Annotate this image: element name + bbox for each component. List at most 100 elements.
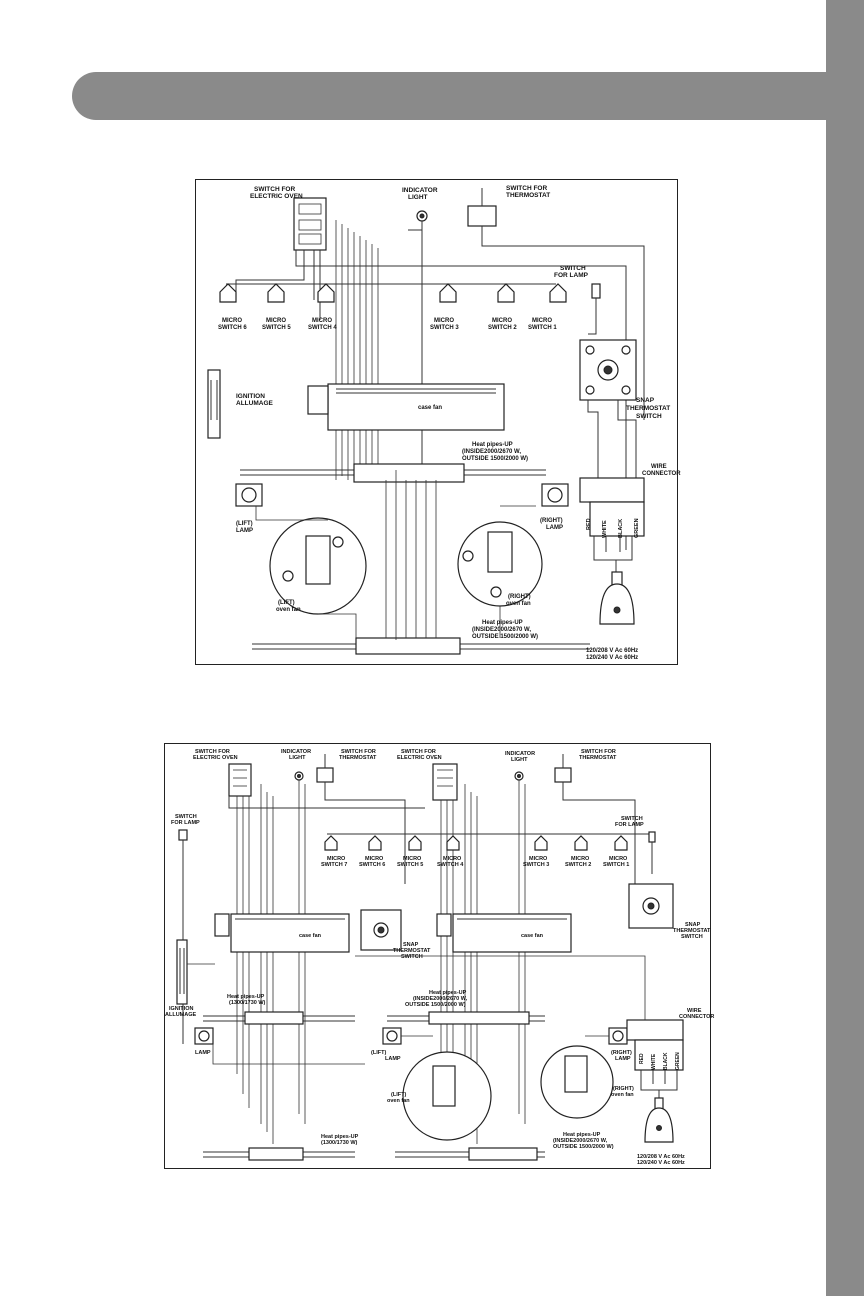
label: 120/240 V Ac 60Hz <box>586 655 638 661</box>
label: LIGHT <box>408 194 428 201</box>
label: SWITCH <box>401 954 423 960</box>
label: IGNITION <box>169 1006 193 1012</box>
label: SWITCH 1 <box>603 862 629 868</box>
ignition-module <box>207 369 221 439</box>
label: (LIFT) <box>391 1092 406 1098</box>
wiring-diagram-double-oven: SWITCH FOR ELECTRIC OVEN INDICATOR LIGHT… <box>164 743 714 1169</box>
label: oven fan <box>506 601 531 607</box>
label: SWITCH 7 <box>321 862 347 868</box>
indicator-light-right <box>514 771 524 781</box>
label: SNAP <box>403 942 419 948</box>
micro-switch-6 <box>219 283 237 303</box>
label: SWITCH <box>681 934 703 940</box>
thermostat-switch-left <box>316 754 334 783</box>
label: WIRE <box>651 464 667 470</box>
micro-switch-1 <box>549 283 567 303</box>
snap-thermostat-right <box>628 883 674 929</box>
left-lamp <box>235 483 263 507</box>
lamp-left <box>194 1027 214 1045</box>
label: SWITCH FOR <box>581 749 616 755</box>
label: SWITCH 2 <box>488 325 517 331</box>
label: MICRO <box>327 856 346 862</box>
label: MICRO <box>443 856 462 862</box>
label: THERMOSTAT <box>506 192 550 199</box>
lamp-switch-right <box>648 831 656 843</box>
label: MICRO <box>266 318 286 324</box>
heat-pipe-lower-left <box>203 1147 355 1161</box>
label: (RIGHT) <box>508 594 531 600</box>
label: MICRO <box>492 318 512 324</box>
label: IGNITION <box>236 393 265 400</box>
lamp-switch <box>591 283 601 299</box>
case-fan <box>307 383 505 431</box>
label: MICRO <box>365 856 384 862</box>
label: WHITE <box>651 1053 657 1070</box>
label: LAMP <box>195 1050 211 1056</box>
label: MICRO <box>532 318 552 324</box>
label: ALLUMAGE <box>236 400 273 407</box>
label: (1300/1730 W) <box>321 1140 358 1146</box>
heat-pipe-upper-center <box>387 1011 545 1025</box>
label: CONNECTOR <box>679 1014 714 1020</box>
label: 120/208 V Ac 60Hz <box>637 1154 685 1160</box>
heat-pipe-lower-right <box>395 1147 545 1161</box>
label: Heat pipes-UP <box>321 1134 359 1140</box>
label: LIGHT <box>511 757 528 763</box>
power-plug <box>599 571 635 625</box>
label: SWITCH FOR <box>506 185 547 192</box>
label: ELECTRIC OVEN <box>193 755 238 761</box>
label: SWITCH 3 <box>523 862 549 868</box>
label: LAMP <box>385 1056 401 1062</box>
label: FOR LAMP <box>171 820 200 826</box>
label: BLACK <box>618 519 624 538</box>
micro-switch-4 <box>446 835 460 851</box>
label: WIRE <box>687 1008 702 1014</box>
heat-pipe-upper-left <box>203 1011 355 1025</box>
label: CONNECTOR <box>642 471 681 477</box>
label: ELECTRIC OVEN <box>397 755 442 761</box>
label: MICRO <box>529 856 548 862</box>
label: SWITCH FOR <box>195 749 230 755</box>
label: OUTSIDE 1500/2000 W) <box>405 1002 466 1008</box>
label: SWITCH 1 <box>528 325 557 331</box>
label: SWITCH 5 <box>262 325 291 331</box>
right-lamp <box>541 483 569 507</box>
label: SWITCH FOR <box>401 749 436 755</box>
label: FOR LAMP <box>554 272 589 279</box>
label: (LIFT) <box>278 600 295 606</box>
micro-switch-1 <box>614 835 628 851</box>
oven-switch-left <box>228 763 252 797</box>
lift-lamp <box>382 1027 402 1045</box>
label: LAMP <box>236 528 253 534</box>
label: SWITCH 6 <box>359 862 385 868</box>
power-plug <box>644 1097 674 1143</box>
ignition-module <box>176 939 188 1005</box>
right-lamp <box>608 1027 628 1045</box>
label: case fan <box>521 933 544 939</box>
label: OUTSIDE 1500/2000 W) <box>462 456 528 462</box>
label: Heat pipes-UP <box>472 442 513 448</box>
label: SWITCH 5 <box>397 862 423 868</box>
label: (RIGHT) <box>613 1086 634 1092</box>
wire-connector <box>626 1019 684 1071</box>
right-oven-fan <box>457 521 543 607</box>
wiring-diagram-single-oven: SWITCH FOR ELECTRIC OVEN INDICATOR LIGHT… <box>195 179 681 665</box>
label: GREEN <box>675 1052 681 1070</box>
oven-switch <box>293 197 327 251</box>
micro-switch-4 <box>317 283 335 303</box>
case-fan-left <box>214 913 350 953</box>
indicator-light <box>416 210 428 222</box>
label: LIGHT <box>289 755 306 761</box>
label: SWITCH <box>636 413 662 420</box>
label: SWITCH 3 <box>430 325 459 331</box>
label: (LIFT) <box>371 1050 386 1056</box>
wiring-diagram-1-svg: SWITCH FOR ELECTRIC OVEN INDICATOR LIGHT… <box>207 185 681 661</box>
label: THERMOSTAT <box>673 928 711 934</box>
micro-switch-5 <box>408 835 422 851</box>
micro-switch-2 <box>497 283 515 303</box>
label: oven fan <box>276 607 301 613</box>
label: INDICATOR <box>402 187 438 194</box>
side-tab <box>826 0 864 1296</box>
left-oven-fan <box>269 517 367 615</box>
section-header-bar <box>72 72 864 120</box>
